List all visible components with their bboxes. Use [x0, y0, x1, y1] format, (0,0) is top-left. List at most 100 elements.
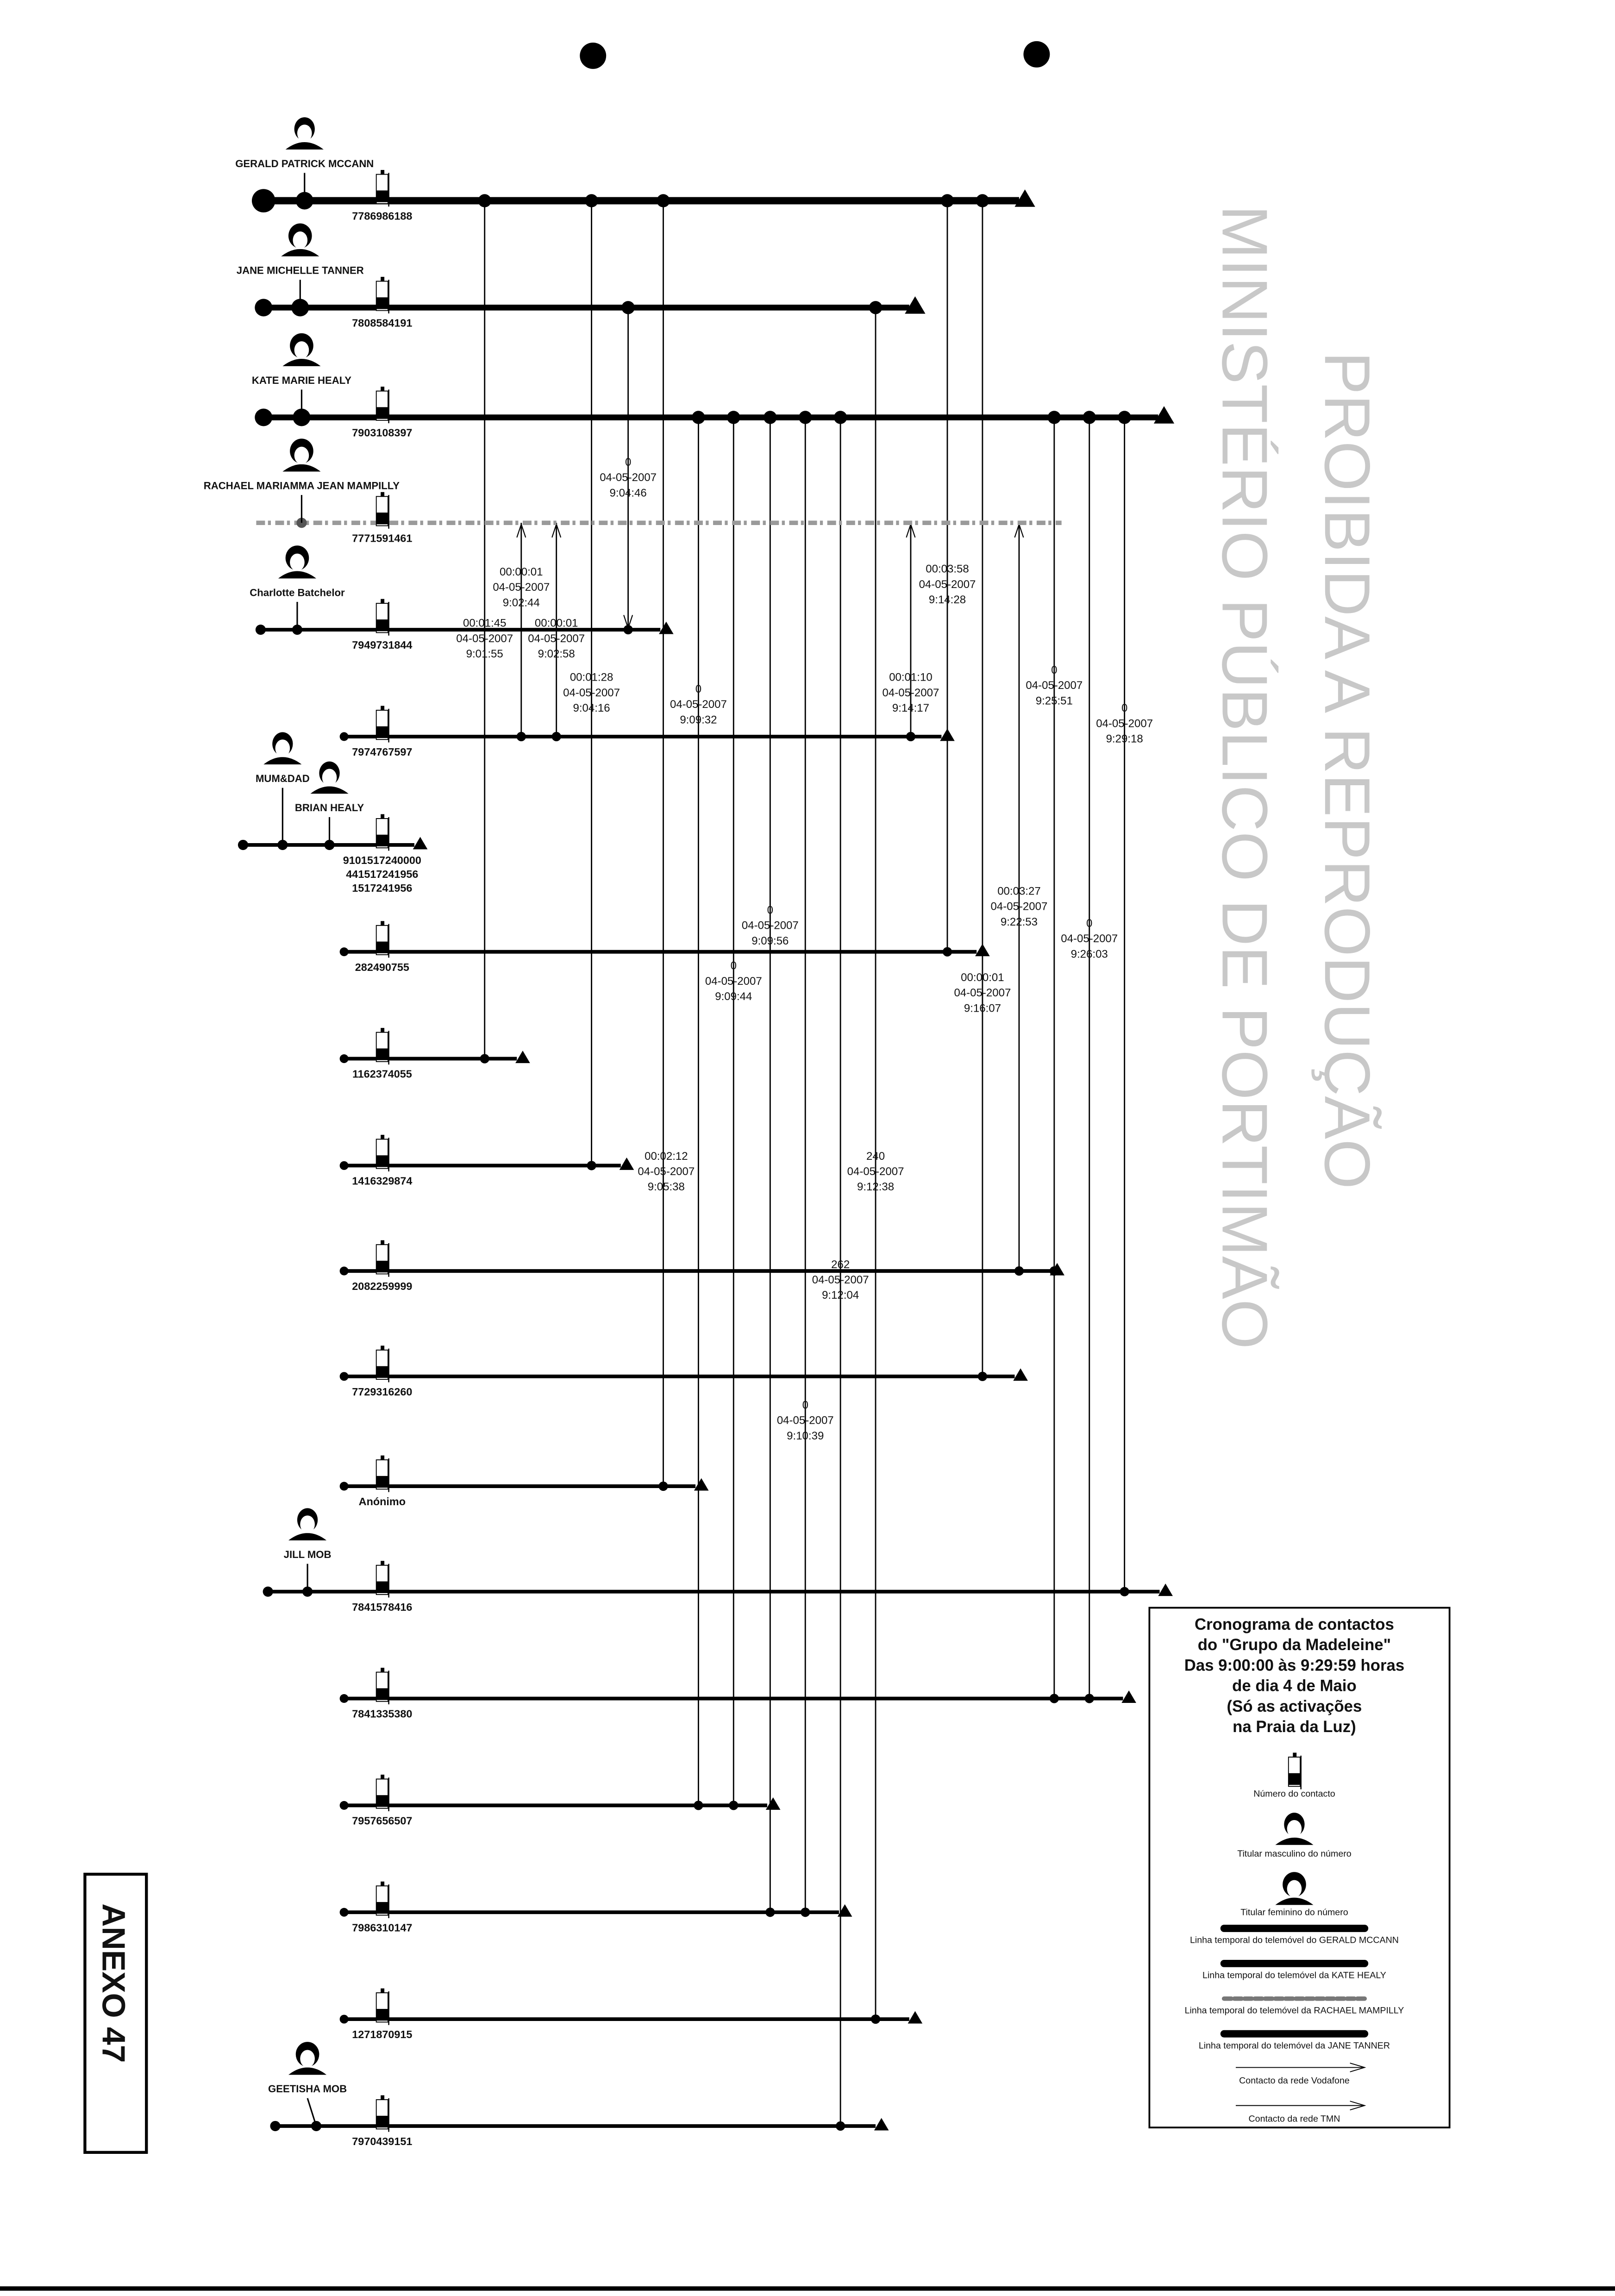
phone-number: 1517241956 [352, 882, 412, 894]
contact-event-dot [1120, 1587, 1129, 1596]
event-duration: 00:01:10 [889, 671, 932, 684]
event-date: 04-05-2007 [777, 1414, 834, 1427]
event-date: 04-05-2007 [847, 1165, 904, 1178]
event-duration: 240 [866, 1150, 885, 1163]
event-duration: 262 [831, 1258, 850, 1271]
phone-icon [376, 1135, 389, 1172]
phone-number: 441517241956 [346, 868, 418, 880]
event-date: 04-05-2007 [670, 698, 727, 711]
phone-icon [376, 1240, 389, 1277]
holder-name: Charlotte Batchelor [250, 587, 345, 598]
punch-hole [580, 42, 607, 69]
phone-icon [376, 706, 389, 743]
legend-network-label: Contacto da rede TMN [1249, 2114, 1340, 2124]
phone-icon [376, 276, 389, 313]
phone-number: 7841335380 [352, 1708, 412, 1720]
timeline-start [263, 1586, 273, 1597]
event-date: 04-05-2007 [883, 687, 939, 699]
phone-icon [376, 814, 389, 851]
punch-hole [1023, 41, 1050, 68]
phone-number: 2082259999 [352, 1280, 412, 1292]
timeline-row: 7986310147 [339, 1881, 852, 1933]
phone-icon [376, 1561, 389, 1598]
timeline-row: 282490755 [339, 921, 990, 973]
contact-event-dot [727, 411, 740, 424]
event-time: 9:25:51 [1036, 694, 1073, 707]
phone-number: 1162374055 [352, 1068, 412, 1080]
phone-icon [376, 170, 389, 207]
timeline-end-arrow [1013, 1368, 1028, 1381]
timeline-end-arrow [837, 1904, 852, 1917]
timeline-row: Anónimo [339, 1455, 709, 1508]
event-duration: 00:01:28 [570, 671, 613, 684]
contact-event-dot [833, 411, 847, 424]
event-time: 9:02:58 [538, 648, 575, 660]
arrow-head-icon [1350, 2101, 1366, 2111]
event-date: 04-05-2007 [954, 987, 1011, 999]
contact-event-dot [1049, 1694, 1059, 1703]
contact-event-dot [940, 194, 954, 207]
timeline-end-arrow [619, 1157, 634, 1170]
phone-icon [1288, 1752, 1302, 1789]
legend-line-label: Linha temporal do telemóvel da RACHAEL M… [1185, 2005, 1404, 2015]
timeline-start [339, 2014, 349, 2024]
event-duration: 00:03:27 [997, 885, 1040, 897]
timeline-end-arrow [905, 296, 926, 314]
female-holder-icon [282, 333, 321, 366]
phone-icon [376, 921, 389, 958]
timeline-row: 7949731844 Charlotte Batchelor [250, 545, 674, 651]
phone-number: 7949731844 [352, 639, 412, 651]
contact-event-dot [657, 194, 670, 207]
phone-icon [376, 599, 389, 636]
timeline-row: 1162374055 [339, 1028, 530, 1080]
timeline-start [255, 299, 273, 317]
event-time: 9:16:07 [964, 1002, 1001, 1014]
timeline-start [339, 1372, 349, 1381]
timeline-start [339, 1801, 349, 1810]
event-time: 9:29:18 [1106, 733, 1143, 745]
contact-event-dot [906, 732, 916, 742]
event-date: 04-05-2007 [1096, 717, 1153, 730]
timeline-row: 7970439151 GEETISHA MOB [268, 2042, 889, 2147]
event-duration: 0 [695, 683, 701, 695]
timeline-start [339, 732, 349, 741]
event-time: 9:09:44 [715, 990, 752, 1003]
contact-event-dot [1047, 411, 1061, 424]
timeline-end-arrow [1153, 406, 1175, 424]
male-holder-icon [285, 117, 324, 150]
contact-event-dot [658, 1481, 668, 1491]
legend-title-line: na Praia da Luz) [1233, 1718, 1356, 1736]
phone-icon [376, 1345, 389, 1383]
annex-tag: ANEXO 47 [83, 1872, 148, 2154]
timeline-end-arrow [515, 1051, 530, 1064]
phone-number: 7729316260 [352, 1386, 412, 1398]
contact-event-dot [870, 2014, 881, 2024]
timeline-start [251, 189, 275, 213]
phone-number: 7970439151 [352, 2135, 412, 2147]
event-time: 9:01:55 [466, 648, 503, 660]
timeline-start [238, 839, 249, 850]
phone-icon [376, 1455, 389, 1492]
female-holder-icon [288, 2042, 327, 2075]
holder-name: JANE MICHELLE TANNER [237, 265, 364, 276]
holder-name: MUM&DAD [256, 773, 310, 784]
holder-name: BRIAN HEALY [295, 802, 364, 813]
timeline-end-arrow [659, 621, 674, 634]
contact-event-dot [1083, 411, 1096, 424]
phone-number: 9101517240000 [343, 854, 421, 866]
annex-label: ANEXO 47 [95, 1903, 131, 2063]
holder-name: GEETISHA MOB [268, 2083, 347, 2095]
timeline-end-arrow [1014, 189, 1035, 207]
contact-connectors [484, 200, 1126, 2126]
legend-title-line: Cronograma de contactos [1195, 1616, 1394, 1633]
